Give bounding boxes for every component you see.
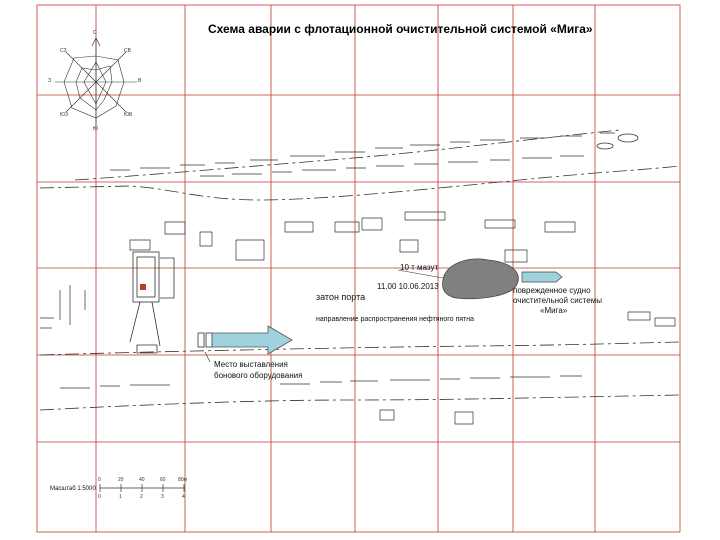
scale-tick-upper: 80м	[178, 477, 187, 483]
boom-place-label-2: бонового оборудования	[214, 371, 303, 380]
spread-direction-label: направление распространения нефтяного пя…	[316, 316, 475, 323]
damaged-vessel	[521, 271, 563, 283]
compass-label-northeast: СВ	[124, 48, 131, 54]
compass-label-east: В	[138, 78, 142, 84]
scale-tick-lower: 4	[182, 494, 185, 500]
spread-direction-arrow	[211, 325, 293, 355]
scale-tick-upper: 60	[160, 477, 166, 483]
scale-tick-lower: 2	[140, 494, 143, 500]
south-dashes	[60, 375, 582, 389]
compass-label-southwest: ЮЗ	[60, 112, 69, 118]
pier	[129, 251, 213, 354]
damaged-vessel-label-1: поврежденное судно	[513, 286, 591, 295]
river-bank-north	[39, 129, 681, 201]
oil-amount-label: 10 т мазут	[400, 263, 439, 272]
river-bank-south	[39, 341, 681, 411]
damaged-vessel-label-2: очистительной системы	[513, 296, 602, 305]
oil-label-line	[397, 269, 444, 279]
oil-spill	[442, 258, 519, 300]
scale-tick-upper: 20	[118, 477, 124, 483]
compass-label-west: З	[48, 78, 52, 84]
boom-leader-line	[204, 351, 211, 363]
compass-label-southeast: ЮВ	[124, 112, 133, 118]
compass-label-south: Ю	[93, 126, 99, 132]
port-structures	[40, 211, 676, 425]
boom-place-label-1: Место выставления	[214, 360, 288, 369]
scale-tick-lower: 1	[119, 494, 122, 500]
compass-label-northwest: СЗ	[60, 48, 67, 54]
map-title: Схема аварии с флотационной очистительно…	[208, 22, 593, 36]
coordinate-grid	[37, 5, 680, 532]
scale-bar	[99, 484, 185, 492]
scale-label: Масштаб 1:5000	[50, 486, 96, 492]
scale-tick-lower: 0	[98, 494, 101, 500]
damaged-vessel-label-3: «Мига»	[540, 306, 568, 315]
port-backwater-label: затон порта	[316, 292, 366, 302]
wind-rose	[55, 37, 137, 125]
map-frame	[36, 4, 681, 533]
datetime-label: 11.00 10.06.2013	[377, 282, 439, 291]
scale-tick-upper: 0	[98, 477, 101, 483]
river-dashes	[110, 132, 639, 177]
scale-tick-lower: 3	[161, 494, 164, 500]
compass-label-north: С	[93, 30, 97, 36]
scale-tick-upper: 40	[139, 477, 145, 483]
